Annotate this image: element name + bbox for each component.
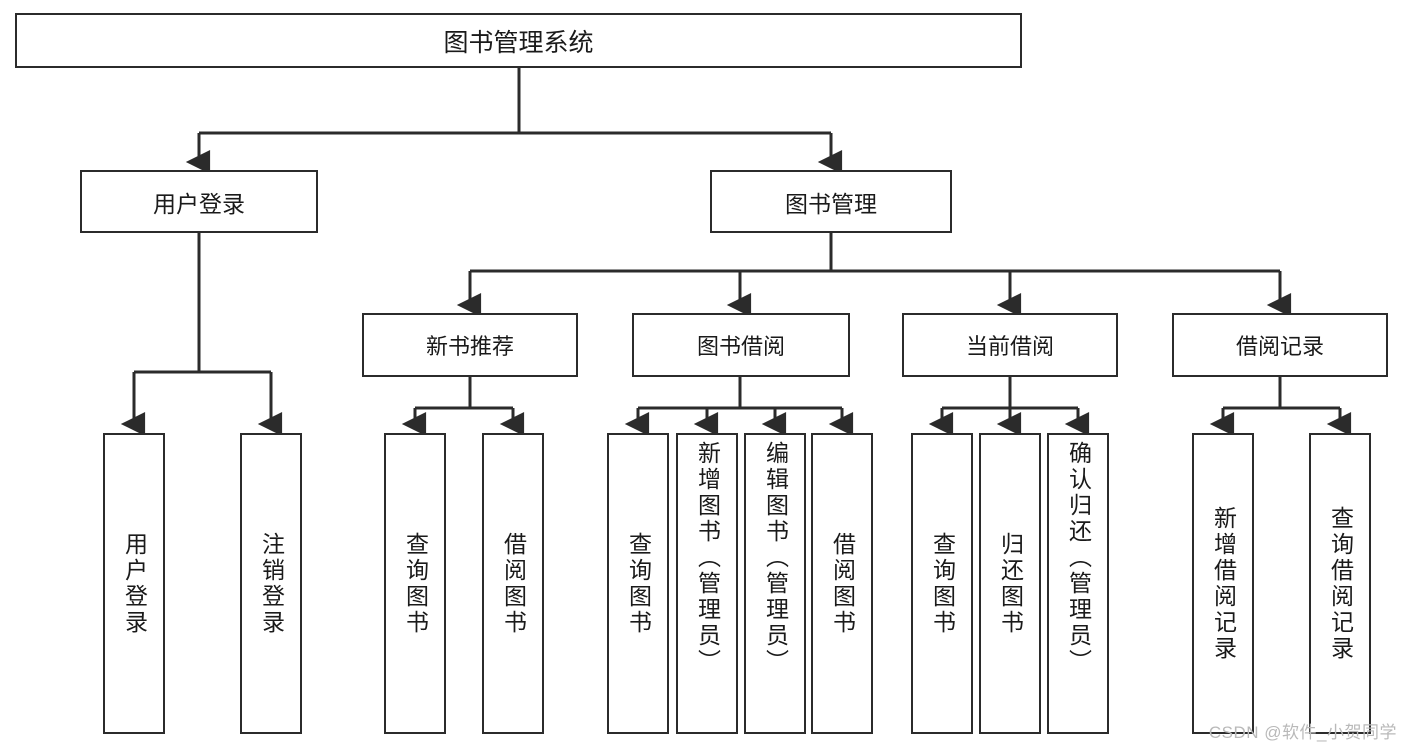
node-user-login[interactable]: 用户登录 <box>80 170 318 233</box>
leaf-label: 查询借阅记录 <box>1327 505 1354 662</box>
leaf-record-add-record[interactable]: 新增借阅记录 <box>1192 433 1254 734</box>
leaf-label: 查询图书 <box>402 531 429 636</box>
node-book-borrow[interactable]: 图书借阅 <box>632 313 850 377</box>
leaf-label: 借阅图书 <box>829 531 856 636</box>
leaf-label: 新增借阅记录 <box>1210 505 1237 662</box>
leaf-record-query-record[interactable]: 查询借阅记录 <box>1309 433 1371 734</box>
leaf-current-query-book[interactable]: 查询图书 <box>911 433 973 734</box>
leaf-label: 归还图书 <box>997 531 1024 636</box>
node-current-borrow[interactable]: 当前借阅 <box>902 313 1118 377</box>
leaf-label: 查询图书 <box>625 531 652 636</box>
leaf-label: 编辑图书（管理员） <box>762 441 789 675</box>
node-borrow-record-label: 借阅记录 <box>1235 334 1324 359</box>
node-new-book-recommend[interactable]: 新书推荐 <box>362 313 578 377</box>
leaf-user-login-signin[interactable]: 用户登录 <box>103 433 165 734</box>
leaf-current-confirm-return[interactable]: 确认归还（管理员） <box>1047 433 1109 734</box>
node-root-system[interactable]: 图书管理系统 <box>15 13 1022 68</box>
node-new-book-recommend-label: 新书推荐 <box>425 334 514 359</box>
node-user-login-label: 用户登录 <box>153 190 245 217</box>
node-borrow-record[interactable]: 借阅记录 <box>1172 313 1388 377</box>
leaf-recommend-query-book[interactable]: 查询图书 <box>384 433 446 734</box>
node-book-management-label: 图书管理 <box>785 190 877 217</box>
leaf-borrow-add-book[interactable]: 新增图书（管理员） <box>676 433 738 734</box>
leaf-label: 确认归还（管理员） <box>1065 441 1092 675</box>
node-root-label: 图书管理系统 <box>443 28 594 57</box>
leaf-label: 注销登录 <box>258 531 285 636</box>
leaf-label: 新增图书（管理员） <box>694 441 721 675</box>
watermark: CSDN @软件_小贺同学 <box>1208 723 1397 742</box>
leaf-borrow-query-book[interactable]: 查询图书 <box>607 433 669 734</box>
leaf-current-return-book[interactable]: 归还图书 <box>979 433 1041 734</box>
leaf-label: 用户登录 <box>121 531 148 636</box>
node-book-management[interactable]: 图书管理 <box>710 170 952 233</box>
node-book-borrow-label: 图书借阅 <box>696 334 785 359</box>
leaf-label: 借阅图书 <box>500 531 527 636</box>
leaf-user-login-signout[interactable]: 注销登录 <box>240 433 302 734</box>
leaf-recommend-borrow-book[interactable]: 借阅图书 <box>482 433 544 734</box>
leaf-label: 查询图书 <box>929 531 956 636</box>
leaf-borrow-edit-book[interactable]: 编辑图书（管理员） <box>744 433 806 734</box>
leaf-borrow-borrow-book[interactable]: 借阅图书 <box>811 433 873 734</box>
node-current-borrow-label: 当前借阅 <box>965 334 1054 359</box>
